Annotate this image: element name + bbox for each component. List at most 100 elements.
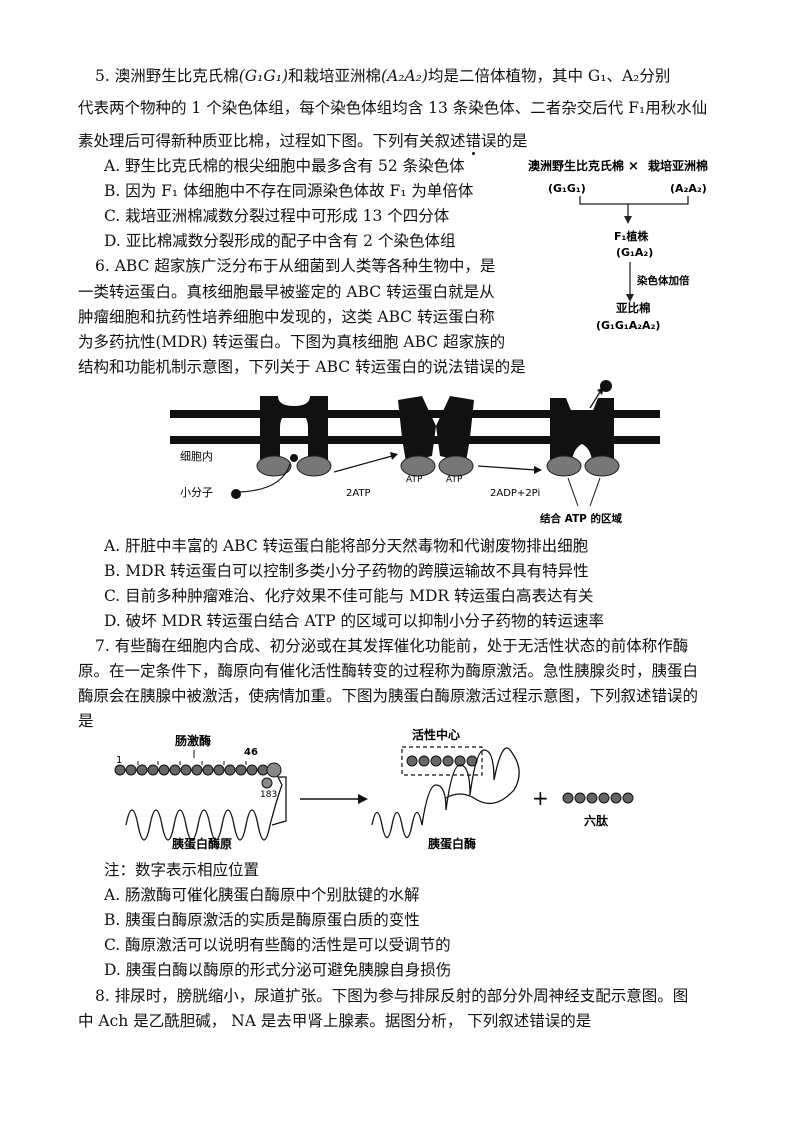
q5-product-label: 亚比棉 — [616, 301, 651, 315]
q6-abc-transporter-diagram: ATP ATP 细胞内 小分子 2ATP 2ADP+2Pi 结合 ATP 的区域 — [170, 380, 660, 525]
q5-text: 5. 澳洲野生比克氏棉 — [95, 67, 239, 85]
q7-residue-46 — [266, 762, 282, 778]
q7-residue-183 — [261, 777, 273, 789]
q6-transporter-2-right — [436, 396, 474, 462]
q5-cross-arrow-left — [579, 196, 629, 218]
q5-text: 素处理后可得新种质亚比棉，过程如下图。下列有关叙述 — [78, 132, 466, 150]
q7-option-b: B. 胰蛋白酶原激活的实质是酶原蛋白质的变性 — [104, 911, 420, 929]
q6-small-molecule-label: 小分子 — [180, 486, 213, 499]
q7-enzyme-helix — [371, 747, 520, 839]
q7-hexapeptide-beads — [562, 792, 634, 804]
q5-parent1-genome: (G₁G₁) — [548, 182, 586, 195]
q6-step-arrowhead-1 — [390, 452, 398, 460]
q5-product-genome: (G₁G₁A₂A₂) — [596, 319, 660, 332]
q5-option-d: D. 亚比棉减数分裂形成的配子中含有 2 个染色体组 — [104, 232, 456, 250]
q7-stem-line-1: 7. 有些酶在细胞内合成、初分泌或在其发挥催化功能前，处于无活性状态的前体称作酶 — [95, 637, 689, 655]
q6-atp-site-label: 结合 ATP 的区域 — [540, 512, 622, 525]
q6-transporter-2-left — [398, 396, 436, 462]
q8-stem-line-1: 8. 排尿时，膀胱缩小，尿道扩张。下图为参与排尿反射的部分外周神经支配示意图。图 — [95, 987, 689, 1005]
q7-peptide-chain-top — [114, 762, 282, 778]
q6-atp-label-b: ATP — [446, 475, 463, 485]
q5-text: 误的是 — [481, 132, 528, 150]
q5-genome-g: (G₁G₁) — [238, 67, 289, 85]
q7-position-46: 46 — [244, 747, 258, 758]
q7-active-center-box — [401, 746, 483, 776]
q5-parent2-label: 栽培亚洲棉 — [648, 158, 708, 173]
q6-substrate-in-pocket — [290, 454, 298, 462]
q7-active-center-beads — [406, 755, 478, 767]
q5-option-a: A. 野生比克氏棉的根尖细胞中最多含有 52 条染色体 — [104, 157, 465, 175]
q6-option-c: C. 目前多种肿瘤难治、化疗效果不佳可能与 MDR 转运蛋白高表达有关 — [104, 587, 594, 605]
q6-atp-site-3a — [546, 455, 582, 477]
q7-trypsinogen-activation-diagram: 肠激酶 1 46 183 胰蛋白酶原 活性中心 胰蛋白酶 + 六肽 — [114, 727, 634, 851]
q7-activation-arrowhead — [358, 794, 368, 804]
q6-release-arrowhead — [597, 387, 604, 395]
q5-breeding-diagram: 澳洲野生比克氏棉 × 栽培亚洲棉 (G₁G₁) (A₂A₂) F₁植株 (G₁A… — [528, 158, 708, 332]
q7-position-1: 1 — [116, 755, 122, 766]
q7-position-183: 183 — [260, 790, 277, 800]
q5-option-c: C. 栽培亚洲棉减数分裂过程中可形成 13 个四分体 — [104, 207, 450, 225]
q7-option-d: D. 胰蛋白酶以酶原的形式分泌可避免胰腺自身损伤 — [104, 961, 452, 979]
q6-stem-line-2: 一类转运蛋白。真核细胞最早被鉴定的 ABC 转运蛋白就是从 — [78, 283, 495, 301]
q6-stem-line-4: 为多药抗性(MDR) 转运蛋白。下图为真核细胞 ABC 超家族的 — [78, 333, 506, 351]
q5-cross-symbol: × — [628, 159, 639, 174]
q7-enzyme-label: 胰蛋白酶 — [428, 836, 476, 851]
q7-option-a: A. 肠激酶可催化胰蛋白酶原中个别肽键的水解 — [104, 886, 420, 904]
q7-stem-line-4: 是 — [78, 712, 94, 730]
q5-option-b: B. 因为 F₁ 体细胞中不存在同源染色体故 F₁ 为单倍体 — [104, 182, 474, 200]
q7-stem-line-3: 酶原会在胰腺中被激活，使病情加重。下图为胰蛋白酶原激活过程示意图，下列叙述错误的 — [78, 687, 699, 705]
q6-atp-site-1b — [296, 455, 332, 477]
q6-step-arrow-1 — [333, 455, 393, 473]
q5-parent2-genome: (A₂A₂) — [670, 182, 707, 195]
q5-doubling-label: 染色体加倍 — [636, 274, 690, 287]
q6-transporter-3-body — [550, 398, 614, 460]
q5-f1-genome: (G₁A₂) — [616, 246, 653, 259]
q5-parent1-label: 澳洲野生比克氏棉 — [528, 158, 624, 173]
q5-f1-label: F₁植株 — [614, 229, 649, 243]
q5-text: 均是二倍体植物，其中 G₁、A₂分别 — [427, 67, 671, 85]
q8-stem-line-2: 中 Ach 是乙酰胆碱， NA 是去甲肾上腺素。据图分析， 下列叙述错误的是 — [78, 1012, 592, 1030]
q7-hexapeptide-label: 六肽 — [584, 813, 609, 828]
q7-active-center-label: 活性中心 — [412, 727, 460, 742]
q5-stem-line-1: 5. 澳洲野生比克氏棉(G₁G₁)和栽培亚洲棉(A₂A₂)均是二倍体植物，其中 … — [95, 66, 670, 86]
q7-note: 注：数字表示相应位置 — [104, 861, 260, 879]
q7-zymogen-label: 胰蛋白酶原 — [172, 836, 232, 851]
q7-option-c: C. 酶原激活可以说明有些酶的活性是可以受调节的 — [104, 936, 451, 954]
q6-atp-label-a: ATP — [406, 475, 423, 485]
q6-option-d: D. 破坏 MDR 转运蛋白结合 ATP 的区域可以抑制小分子药物的转运速率 — [104, 612, 605, 630]
q7-stem-line-2: 原。在一定条件下，酶原向有催化活性酶转变的过程称为酶原激活。急性胰腺炎时，胰蛋白 — [78, 662, 699, 680]
q6-stem-line-1: 6. ABC 超家族广泛分布于从细菌到人类等各种生物中，是 — [95, 257, 496, 275]
q5-arrowhead-2 — [626, 294, 634, 302]
q6-stem-line-3: 肿瘤细胞和抗药性培养细胞中发现的，这类 ABC 转运蛋白称 — [78, 308, 495, 326]
q6-option-b: B. MDR 转运蛋白可以控制多类小分子药物的跨膜运输故不具有特异性 — [104, 562, 589, 580]
q5-arrowhead-1 — [624, 216, 632, 224]
q5-stem-line-3: 素处理后可得新种质亚比棉，过程如下图。下列有关叙述错误的是 — [78, 131, 528, 151]
q6-substrate-entry-arrow — [239, 463, 291, 493]
q5-stem-line-2: 代表两个物种的 1 个染色体组，每个染色体组均含 13 条染色体、二者杂交后代 … — [78, 99, 708, 117]
q7-enterokinase-label: 肠激酶 — [175, 733, 211, 748]
q6-site-pointer-a — [567, 477, 579, 507]
q6-inside-label: 细胞内 — [180, 449, 213, 463]
q6-stem-line-5: 结构和功能机制示意图，下列关于 ABC 转运蛋白的说法错误的是 — [78, 358, 526, 376]
q6-step-arrowhead-2 — [534, 466, 542, 474]
q7-plus-sign: + — [532, 786, 549, 810]
q6-small-molecule-dot — [231, 489, 241, 499]
q6-2atp-label: 2ATP — [346, 488, 371, 499]
q5-emphasis: 错 — [465, 132, 482, 150]
q6-atp-site-2a — [400, 455, 436, 477]
q6-step-arrow-2 — [477, 465, 537, 471]
q6-transporter-state-1 — [256, 396, 332, 477]
q6-release-arrow — [589, 391, 601, 409]
q5-cross-arrow-right — [628, 196, 689, 205]
q7-cut-marks — [137, 761, 247, 765]
q6-atp-site-2b — [438, 455, 474, 477]
q5-text: 和栽培亚洲棉 — [288, 67, 382, 85]
q6-transporter-state-2: ATP ATP — [398, 396, 474, 485]
q6-transporter-state-3 — [546, 380, 620, 477]
q6-option-a: A. 肝脏中丰富的 ABC 转运蛋白能将部分天然毒物和代谢废物排出细胞 — [104, 537, 589, 555]
q7-zymogen-helix — [125, 776, 287, 841]
q6-site-pointer-b — [589, 477, 601, 507]
q5-genome-a: (A₂A₂) — [381, 67, 428, 85]
q6-atp-site-1a — [256, 455, 292, 477]
q6-atp-site-3b — [584, 455, 620, 477]
